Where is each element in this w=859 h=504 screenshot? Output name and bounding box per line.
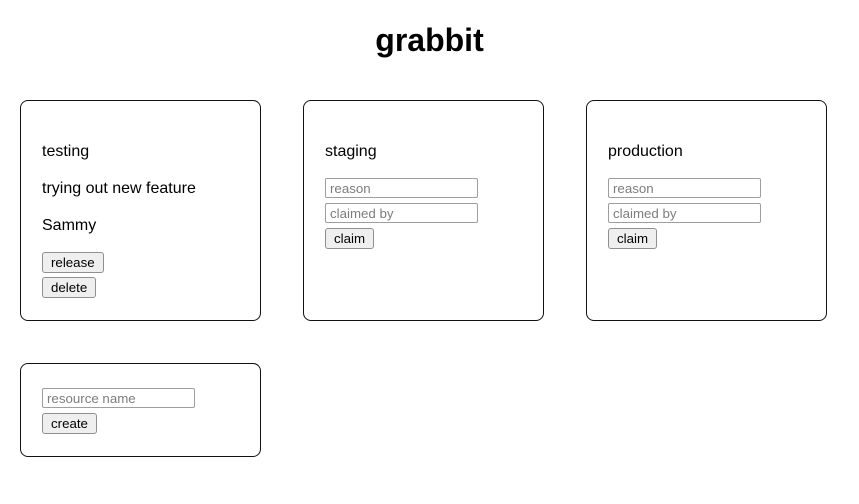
resource-card-staging: staging claim xyxy=(303,100,544,321)
resource-card-production: production claim xyxy=(586,100,827,321)
claimed-by-input[interactable] xyxy=(608,203,761,223)
resource-name: production xyxy=(608,143,683,160)
resource-card-testing: testing trying out new feature Sammy rel… xyxy=(20,100,261,321)
claim-reason-text: trying out new feature xyxy=(42,180,196,197)
page-title: grabbit xyxy=(375,22,484,58)
create-resource-card: create xyxy=(20,363,261,457)
claimed-by-input[interactable] xyxy=(325,203,478,223)
reason-input[interactable] xyxy=(608,178,761,198)
resource-name-input[interactable] xyxy=(42,388,195,408)
claim-button[interactable]: claim xyxy=(325,228,375,249)
release-button[interactable]: release xyxy=(42,252,104,273)
claimed-by-text: Sammy xyxy=(42,217,97,234)
delete-button[interactable]: delete xyxy=(42,277,97,298)
resource-board: testing trying out new feature Sammy rel… xyxy=(0,100,859,457)
claim-button[interactable]: claim xyxy=(608,228,658,249)
reason-input[interactable] xyxy=(325,178,478,198)
create-button[interactable]: create xyxy=(42,413,97,434)
resource-name: testing xyxy=(42,143,90,160)
resource-name: staging xyxy=(325,143,377,160)
